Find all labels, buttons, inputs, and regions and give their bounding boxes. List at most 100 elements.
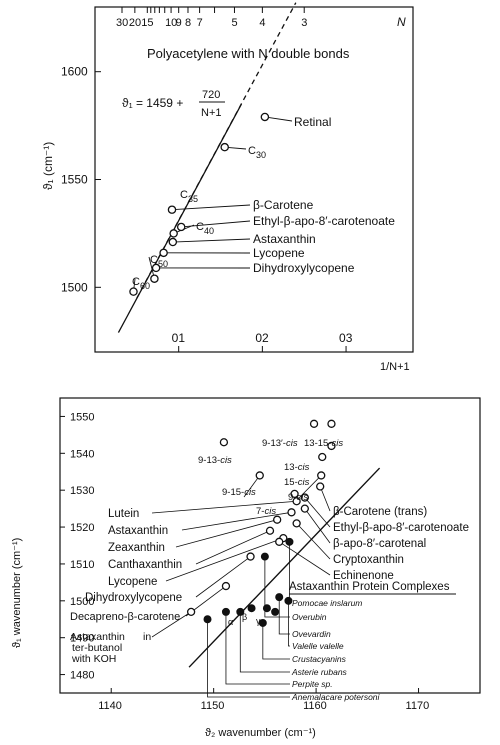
leader-line xyxy=(304,497,331,528)
label-13-15-cis: 13-15-cis xyxy=(304,438,343,449)
leader-line xyxy=(207,619,290,698)
data-point-open xyxy=(167,205,177,214)
data-point-open xyxy=(150,274,159,283)
data-point-open xyxy=(176,222,186,232)
regression-line xyxy=(188,467,381,668)
data-point-open xyxy=(219,438,229,447)
top-tick-label: 3 xyxy=(301,17,307,29)
data-point-open xyxy=(292,497,301,506)
label-c35: C35 xyxy=(180,189,198,204)
y-tick-label: 1530 xyxy=(70,485,94,497)
leader-line xyxy=(195,556,251,598)
leader-line xyxy=(279,541,331,576)
label-7-cis: 7-cis xyxy=(256,506,276,517)
y-tick-label: 1490 xyxy=(70,633,94,645)
leader-line xyxy=(171,204,251,211)
label-retinal: Retinal xyxy=(294,115,331,129)
data-points xyxy=(186,419,336,627)
leader-line xyxy=(151,611,192,638)
x-tick-label: 1150 xyxy=(201,700,225,712)
leader-line xyxy=(172,238,251,243)
label-pomocae-inslarum: Pomocae inslarum xyxy=(292,598,362,608)
data-point-filled xyxy=(221,607,230,616)
label-dihydroxylycopene: Dihydroxylycopene xyxy=(85,592,182,604)
data-point-open xyxy=(300,504,309,513)
label-asterie-rubans: Asterie rubans xyxy=(291,667,348,677)
label-decapreno-carotene: Decapreno-β-carotene xyxy=(70,611,180,623)
data-point-open xyxy=(287,508,296,517)
label-9-13-cis: 9-13-cis xyxy=(198,455,232,466)
data-point-open xyxy=(265,526,275,535)
label-alpha: α xyxy=(228,617,233,627)
label-apo-carotenal: β-apo-8′-carotenal xyxy=(333,538,426,550)
data-point-open xyxy=(317,471,326,480)
leader-line xyxy=(304,508,331,544)
y-tick-label: 1500 xyxy=(70,596,94,608)
data-point-filled xyxy=(247,604,256,613)
label-13-cis: 13-cis xyxy=(284,462,310,473)
label-anemalacare-potersoni: Anemalacare potersoni xyxy=(291,692,381,702)
label-15-cis: 15-cis xyxy=(284,477,310,488)
label-crustacyanins: Crustacyanins xyxy=(292,654,347,664)
leader-line xyxy=(175,519,278,548)
leader-line xyxy=(195,530,271,565)
label-perpite-sp: Perpite sp. xyxy=(292,679,333,689)
top-tick-label: 9 xyxy=(176,17,182,29)
label-c30: C30 xyxy=(248,145,266,160)
data-point-open xyxy=(220,142,229,152)
leader-line xyxy=(264,556,290,618)
y-tick-label: 1600 xyxy=(61,65,88,79)
top-tick-label: 10 xyxy=(165,17,177,29)
label-beta-carotene-trans: β-Carotene (trans) xyxy=(333,506,427,518)
data-point-open xyxy=(169,229,178,238)
label-9-cis: 9-cis xyxy=(288,492,308,503)
y-tick-label: 1550 xyxy=(70,411,94,423)
x-tick-label: 03 xyxy=(339,331,353,345)
data-point-open xyxy=(129,287,138,296)
leader-line xyxy=(296,523,331,560)
top-tick-label: 8 xyxy=(185,17,191,29)
data-point-filled xyxy=(236,607,245,616)
top-tick-label: 20 xyxy=(129,17,141,29)
leader-line xyxy=(165,537,284,582)
label-ovevardin: Ovevardin xyxy=(292,629,331,639)
data-point-open xyxy=(246,552,255,561)
y-tick-label: 1480 xyxy=(70,670,94,682)
chart2-frame xyxy=(59,397,481,694)
equation-denominator: N+1 xyxy=(201,107,222,119)
x-tick-label: 1140 xyxy=(98,700,122,712)
label-beta: β xyxy=(242,612,247,622)
leader-line xyxy=(264,116,293,122)
leader-line xyxy=(239,611,290,673)
label-9-13p-cis: 9-13′-cis xyxy=(262,438,298,449)
x-axis-label: ϑ₂ wavenumber (cm⁻¹) xyxy=(205,727,316,739)
label-ethyl-apo-carotenoate: Ethyl-β-apo-8′-carotenoate xyxy=(333,522,469,534)
data-point-filled xyxy=(275,593,284,602)
chart1-title: Polyacetylene with N double bonds xyxy=(147,46,350,61)
label-lutein: Lutein xyxy=(108,508,139,520)
fit-line xyxy=(188,467,381,668)
x-tick-label: 01 xyxy=(172,331,186,345)
y-axis-label: ϑ₁ wavenumber (cm⁻¹) xyxy=(11,538,23,648)
x-tick-label: 1170 xyxy=(406,700,430,712)
data-point-open xyxy=(273,515,282,524)
leader-line xyxy=(181,511,292,531)
label-zeaxanthin: Zeaxanthin xyxy=(108,542,165,554)
top-tick-label: 30 xyxy=(116,17,128,29)
label-echinenone: Echinenone xyxy=(333,570,394,582)
label-9-15-cis: 9-15-cis xyxy=(222,487,256,498)
data-point-open xyxy=(221,581,231,591)
y-tick-label: 1540 xyxy=(70,448,94,460)
data-point-filled xyxy=(262,604,271,613)
label-c50: C50 xyxy=(150,254,168,269)
label-overubin: Overubin xyxy=(292,612,327,622)
data-point-open xyxy=(168,237,178,247)
top-tick-label: 4 xyxy=(259,17,265,29)
leader-line xyxy=(288,600,290,647)
data-point-open xyxy=(260,112,270,122)
y-tick-label: 1510 xyxy=(70,559,94,571)
data-point-open xyxy=(327,419,336,428)
